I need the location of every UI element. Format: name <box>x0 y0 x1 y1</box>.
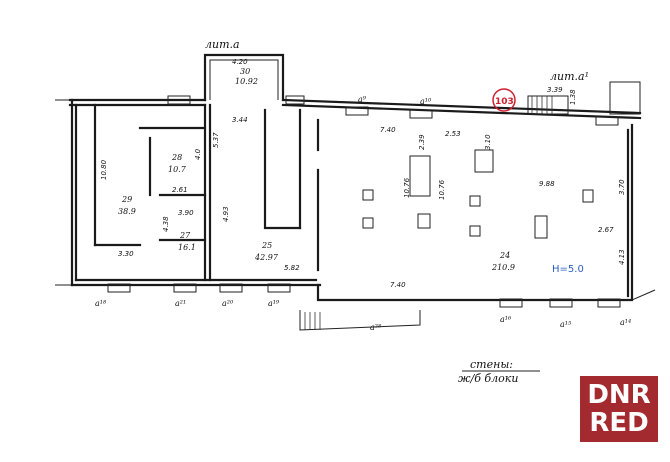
window-a18: а¹⁸ <box>95 299 107 308</box>
svg-text:4.93: 4.93 <box>222 206 230 222</box>
svg-text:25: 25 <box>261 241 272 250</box>
windows-top <box>167 95 619 126</box>
room-29: 29 38.9 <box>118 195 136 216</box>
svg-text:4.38: 4.38 <box>162 216 170 232</box>
svg-text:3.70: 3.70 <box>618 179 626 195</box>
svg-text:2.61: 2.61 <box>172 186 188 194</box>
bottom-stairs <box>299 310 421 331</box>
watermark-line2: RED <box>589 408 649 438</box>
window-a21: а²¹ <box>175 299 186 308</box>
window-a28: а²⁸ <box>370 323 382 332</box>
svg-text:2.39: 2.39 <box>418 134 426 150</box>
svg-text:4.20: 4.20 <box>232 58 248 66</box>
svg-text:3.30: 3.30 <box>118 250 134 258</box>
room-25: 25 42.97 <box>254 241 279 262</box>
svg-text:ж/б блоки: ж/б блоки <box>458 372 518 385</box>
interior-walls <box>93 103 320 282</box>
stamp-circle <box>492 88 516 112</box>
svg-text:9.88: 9.88 <box>539 180 555 188</box>
ceiling-height: H=5.0 <box>552 264 584 275</box>
svg-text:1.38: 1.38 <box>569 89 577 105</box>
svg-text:7.40: 7.40 <box>380 126 396 134</box>
svg-text:10.76: 10.76 <box>438 179 446 200</box>
outer-walls <box>55 98 656 302</box>
svg-text:3.39: 3.39 <box>547 86 563 94</box>
label-lit-a1: лит.а¹ <box>550 70 589 83</box>
window-a10: а¹⁰ <box>420 97 432 106</box>
annex-lit-a <box>203 53 285 102</box>
room-27: 27 16.1 <box>178 231 196 252</box>
svg-text:38.9: 38.9 <box>118 207 136 216</box>
svg-text:стены:: стены: <box>470 358 513 371</box>
window-a20: а²⁰ <box>222 299 234 308</box>
svg-text:3.10: 3.10 <box>484 134 492 150</box>
svg-text:29: 29 <box>121 195 132 204</box>
label-lit-a: лит.а <box>205 38 240 51</box>
window-a19: а¹⁹ <box>268 299 280 308</box>
annex-lit-a1 <box>527 81 641 115</box>
svg-text:3.44: 3.44 <box>232 116 248 124</box>
pillars <box>362 149 594 239</box>
svg-text:5.37: 5.37 <box>212 132 220 148</box>
window-a14: а¹⁴ <box>620 318 631 327</box>
svg-text:4.13: 4.13 <box>618 249 626 265</box>
room-30: 30 10.92 <box>235 67 258 86</box>
watermark-line1: DNR <box>587 380 651 410</box>
svg-text:24: 24 <box>499 251 510 260</box>
svg-text:210.9: 210.9 <box>491 263 515 272</box>
room-28: 28 10.7 <box>168 153 187 174</box>
svg-text:7.40: 7.40 <box>390 281 406 289</box>
window-a15: а¹⁵ <box>560 320 572 329</box>
svg-text:27: 27 <box>179 231 191 240</box>
svg-text:10.92: 10.92 <box>235 77 258 86</box>
svg-text:16.1: 16.1 <box>178 243 196 252</box>
svg-text:30: 30 <box>240 67 250 76</box>
svg-text:4.0: 4.0 <box>194 148 202 160</box>
svg-text:2.53: 2.53 <box>445 130 461 138</box>
window-a16: а¹⁶ <box>500 315 512 324</box>
watermark-logo: DNR RED <box>580 376 658 442</box>
window-a9: а⁹ <box>358 95 367 104</box>
svg-text:2.67: 2.67 <box>598 226 614 234</box>
dimensions: 4.20 3.39 1.38 3.44 7.40 2.53 2.39 3.10 … <box>100 58 626 289</box>
wall-legend: стены: ж/б блоки <box>458 358 540 385</box>
svg-text:10.76: 10.76 <box>403 177 411 198</box>
stamp-number: 103 <box>495 97 514 107</box>
svg-text:10.80: 10.80 <box>100 159 108 180</box>
svg-text:3.90: 3.90 <box>178 209 194 217</box>
svg-text:5.82: 5.82 <box>284 264 300 272</box>
svg-text:42.97: 42.97 <box>254 253 279 262</box>
svg-text:28: 28 <box>171 153 182 162</box>
room-24: 24 210.9 <box>491 251 515 272</box>
windows-bottom <box>107 283 621 308</box>
svg-text:10.7: 10.7 <box>168 165 187 174</box>
